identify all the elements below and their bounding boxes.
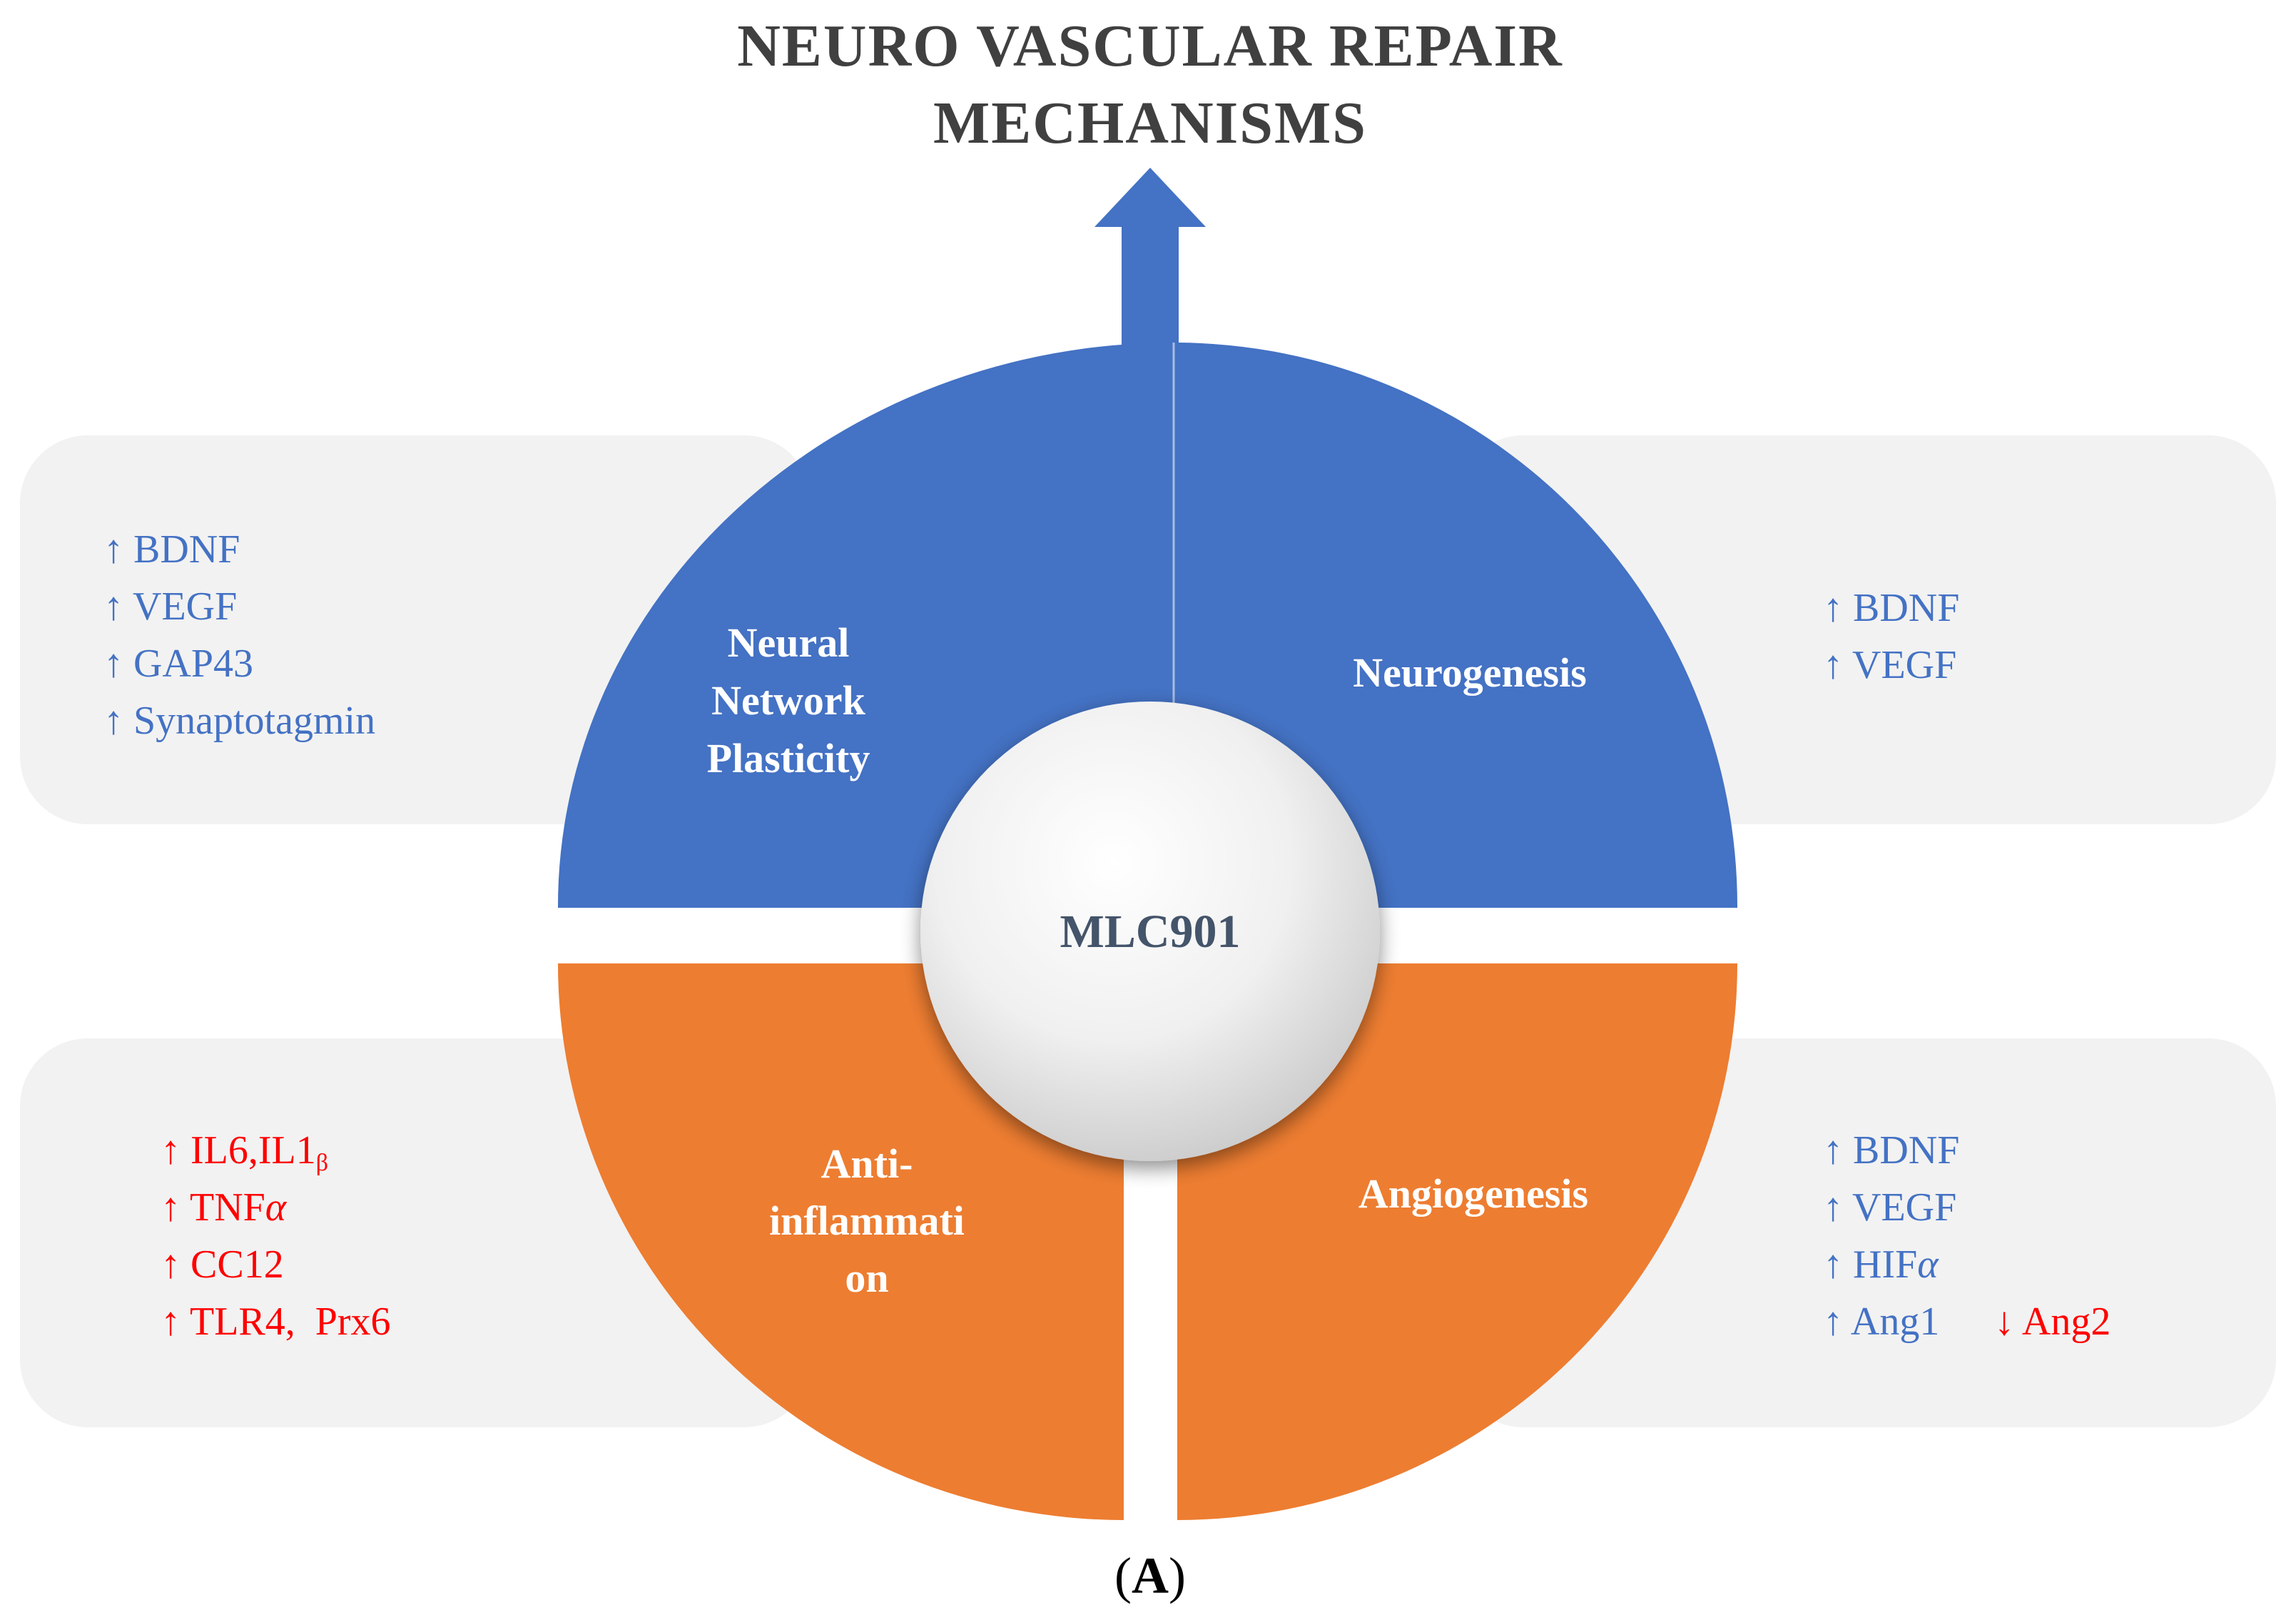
marker-bottom-right-vegf: ↑ VEGF [1823, 1185, 1956, 1230]
label-anti-inflammation-line-2: inflammati [769, 1198, 965, 1244]
up-arrow-icon: ↑ [161, 1300, 181, 1344]
marker-bottom-right-hifa: ↑ HIFα [1823, 1242, 1939, 1287]
diagram-title-line-2: MECHANISMS [933, 90, 1367, 156]
label-neural-line-3: Plasticity [707, 735, 870, 781]
up-arrow-icon: ↑ [161, 1242, 181, 1287]
marker-bottom-right-ang1: ↑ Ang1 [1823, 1300, 1939, 1344]
center-circle [920, 702, 1380, 1161]
figure-caption: (A) [1114, 1547, 1186, 1604]
center-label: MLC901 [1060, 906, 1241, 958]
marker-top-right-bdnf: ↑ BDNF [1823, 586, 1959, 630]
label-anti-inflammation-line-1: Anti- [821, 1140, 913, 1187]
quadrant-angiogenesis [1177, 963, 1737, 1520]
marker-bottom-left-tlr4-prx6: ↑ TLR4, Prx6 [161, 1300, 391, 1344]
marker-top-left-synaptotagmin: ↑ Synaptotagmin [103, 699, 375, 743]
up-arrow-icon: ↑ [103, 699, 123, 743]
down-arrow-icon: ↓ [1994, 1300, 2014, 1344]
up-arrow-icon: ↑ [103, 642, 123, 686]
up-arrow-icon: ↑ [103, 527, 123, 572]
up-arrow-icon: ↑ [161, 1185, 181, 1230]
marker-top-right-vegf: ↑ VEGF [1823, 643, 1956, 687]
up-arrow-icon: ↑ [1823, 1300, 1843, 1344]
up-arrow-icon [1094, 168, 1206, 385]
marker-bottom-right-ang2: ↓ Ang2 [1994, 1300, 2110, 1344]
marker-top-left-bdnf: ↑ BDNF [103, 527, 240, 572]
quadrant-neurogenesis [1174, 343, 1738, 908]
quadrant-anti-inflammation [558, 963, 1124, 1520]
up-arrow-icon: ↑ [1823, 1128, 1843, 1173]
marker-top-left-vegf: ↑ VEGF [103, 584, 237, 629]
up-arrow-icon: ↑ [1823, 1185, 1843, 1230]
diagram-title-line-1: NEURO VASCULAR REPAIR [737, 13, 1563, 79]
up-arrow-icon: ↑ [1823, 586, 1843, 630]
marker-bottom-left-cc12: ↑ CC12 [161, 1242, 284, 1287]
label-neural-line-1: Neural [728, 619, 850, 666]
up-arrow-icon: ↑ [103, 584, 123, 629]
up-arrow-icon: ↑ [1823, 643, 1843, 687]
up-arrow-icon: ↑ [161, 1128, 181, 1173]
up-arrow-icon: ↑ [1823, 1242, 1843, 1287]
label-anti-inflammation-line-3: on [845, 1255, 888, 1301]
label-neural-line-2: Network [711, 677, 866, 724]
marker-bottom-left-il6-il1b: ↑ IL6,IL1β [161, 1128, 328, 1176]
label-angiogenesis: Angiogenesis [1358, 1170, 1588, 1217]
marker-bottom-left-tnfa: ↑ TNFα [161, 1185, 288, 1230]
marker-top-left-gap43: ↑ GAP43 [103, 642, 253, 686]
label-neurogenesis: Neurogenesis [1353, 649, 1587, 696]
marker-bottom-right-bdnf: ↑ BDNF [1823, 1128, 1959, 1173]
